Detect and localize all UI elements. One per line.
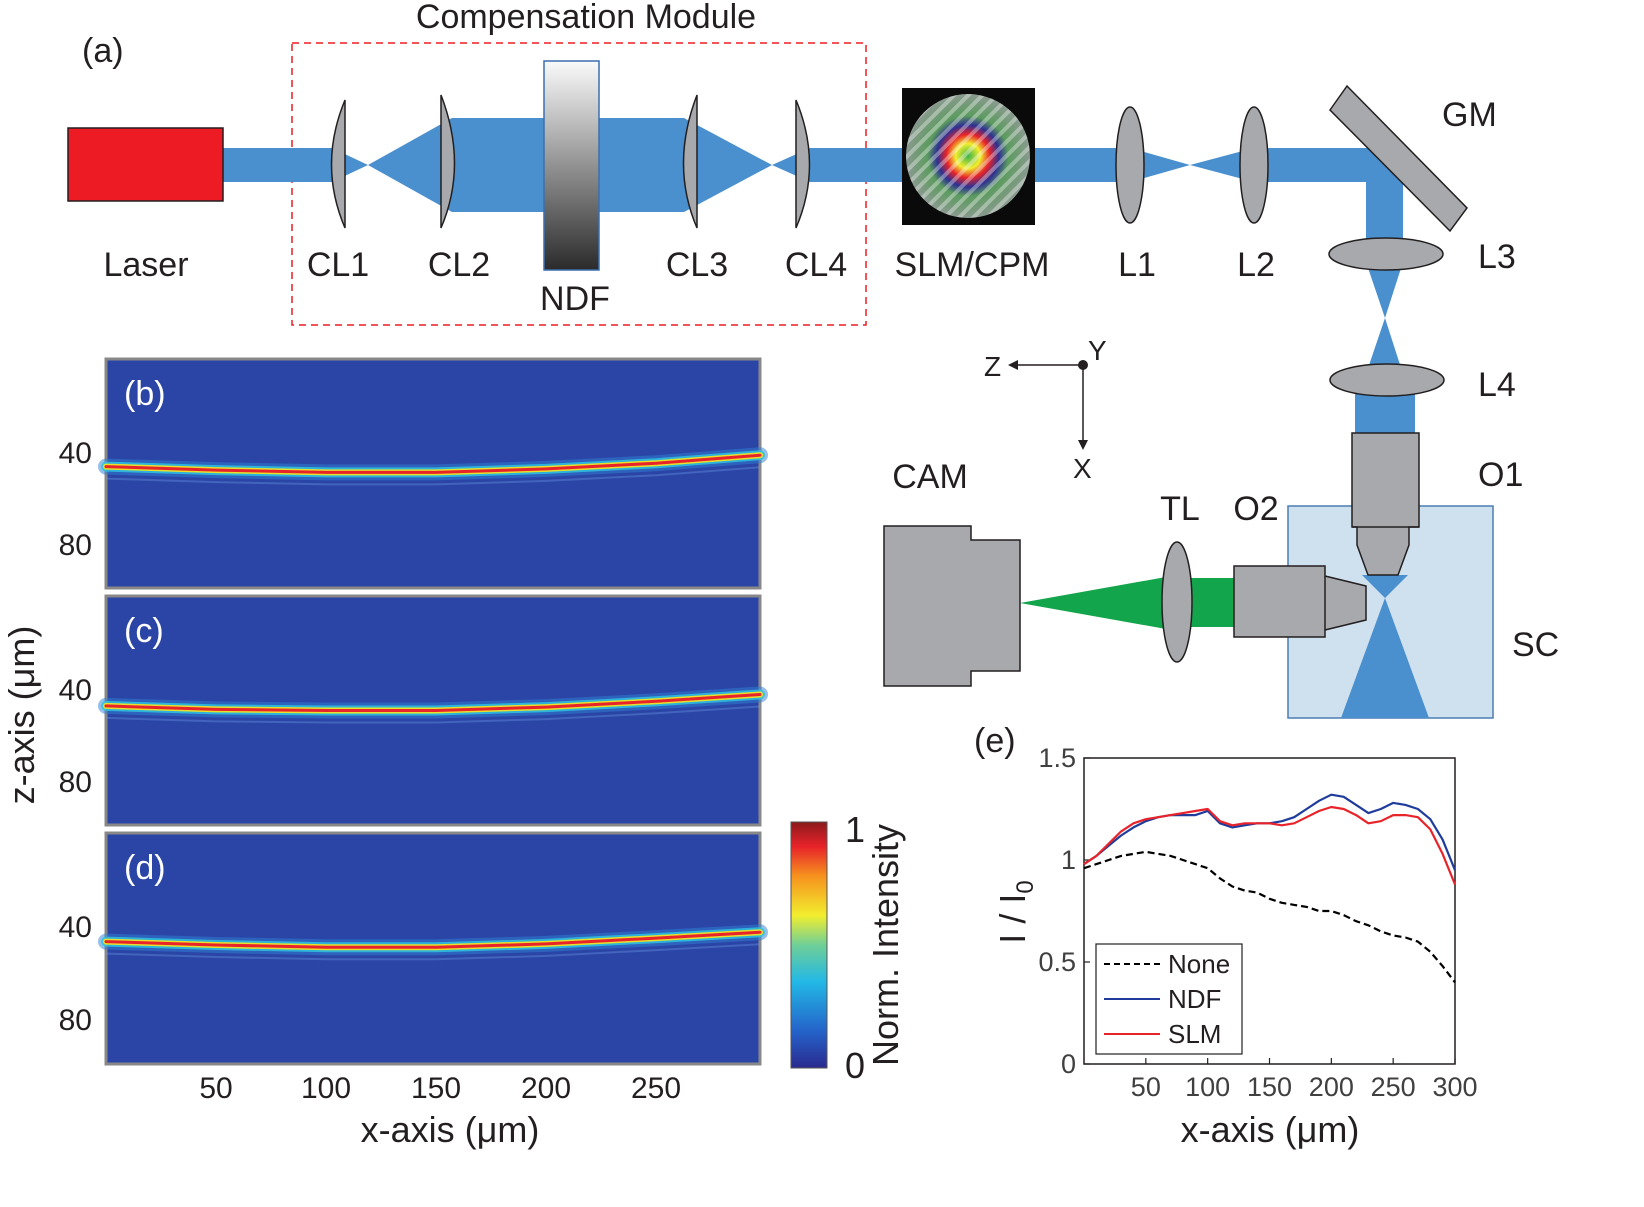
galvo-mirror bbox=[1329, 84, 1468, 233]
nd-filter bbox=[543, 60, 600, 271]
heatmap-b: (b) bbox=[98, 357, 768, 590]
emission-cone bbox=[1020, 577, 1166, 629]
ytick-label: 1.5 bbox=[1038, 743, 1076, 773]
series-line-none bbox=[1083, 850, 1456, 984]
label-cam: CAM bbox=[892, 458, 968, 496]
axis-z-label: Z bbox=[984, 351, 1001, 382]
beam-sidelobe bbox=[105, 466, 761, 486]
heatmap-d: (d) bbox=[98, 831, 768, 1066]
panel-label-e: (e) bbox=[974, 722, 1016, 760]
label-l4: L4 bbox=[1478, 366, 1516, 404]
svg-text:I / I0: I / I0 bbox=[992, 880, 1039, 943]
laser-source bbox=[67, 127, 224, 202]
heatmap-ylabel: z-axis (μm) bbox=[1, 626, 42, 805]
schematic-panel: (a) Compensation Module Laser bbox=[67, 0, 1559, 719]
line-chart: (e) 50 100 150 200 250 300 0 0.5 1 1.5 x-axis (μm… bbox=[974, 722, 1478, 1150]
line-ylabel-main: I / I bbox=[992, 894, 1033, 944]
label-l2: L2 bbox=[1237, 246, 1275, 284]
ytick-c-80: 80 bbox=[59, 766, 92, 799]
module-title: Compensation Module bbox=[416, 0, 756, 36]
colorbar-label: Norm. Intensity bbox=[865, 824, 906, 1066]
camera bbox=[883, 525, 1021, 687]
label-l1: L1 bbox=[1118, 246, 1156, 284]
xtick-label: 100 bbox=[1185, 1072, 1230, 1102]
line-ylabel: I / I0 bbox=[992, 880, 1039, 943]
axis-y-label: Y bbox=[1088, 335, 1107, 366]
label-cl4: CL4 bbox=[785, 246, 847, 284]
panel-label-c: (c) bbox=[124, 612, 164, 650]
beam-sidelobe bbox=[105, 943, 761, 961]
legend-label-slm: SLM bbox=[1168, 1019, 1221, 1049]
ytick-d-80: 80 bbox=[59, 1004, 92, 1037]
panel-label-b: (b) bbox=[124, 375, 166, 413]
legend-label-ndf: NDF bbox=[1168, 984, 1221, 1014]
ytick-c-40: 40 bbox=[59, 674, 92, 707]
colorbar-min: 0 bbox=[845, 1045, 865, 1086]
label-cl2: CL2 bbox=[428, 246, 490, 284]
colorbar bbox=[790, 821, 828, 1069]
xtick-label: 150 bbox=[1247, 1072, 1292, 1102]
lens-cl2 bbox=[440, 94, 456, 229]
xtick-label: 50 bbox=[1131, 1072, 1161, 1102]
label-gm: GM bbox=[1442, 96, 1497, 134]
beam-sidelobe bbox=[105, 705, 761, 724]
legend-label-none: None bbox=[1168, 949, 1230, 979]
light-sheet-upper bbox=[1362, 575, 1408, 598]
series-line-slm bbox=[1083, 805, 1457, 885]
coordinate-axes: Z Y X bbox=[984, 335, 1107, 484]
label-laser: Laser bbox=[103, 246, 188, 284]
axis-x-label: X bbox=[1073, 453, 1092, 484]
lens-cl1 bbox=[330, 99, 346, 229]
beam-profile-layer-3 bbox=[104, 693, 762, 712]
label-ndf: NDF bbox=[540, 280, 610, 318]
ytick-label: 1 bbox=[1061, 845, 1076, 875]
label-tl: TL bbox=[1160, 490, 1200, 528]
colorbar-max: 1 bbox=[845, 809, 865, 850]
xtick-100: 100 bbox=[301, 1072, 351, 1105]
lens-cl3 bbox=[682, 94, 698, 229]
panel-label-a: (a) bbox=[82, 32, 124, 70]
label-slm: SLM/CPM bbox=[895, 246, 1050, 284]
label-cl3: CL3 bbox=[666, 246, 728, 284]
objective-o2 bbox=[1233, 565, 1367, 638]
compensation-module-border bbox=[291, 42, 867, 326]
xtick-label: 300 bbox=[1432, 1072, 1477, 1102]
lens-l1 bbox=[1115, 106, 1145, 224]
beam-profile-layer-3 bbox=[104, 453, 762, 474]
beam-profile-layer-3 bbox=[104, 930, 762, 949]
slm-device bbox=[902, 88, 1035, 225]
line-ylabel-sub: 0 bbox=[1012, 880, 1039, 893]
heatmap-group: (b) (c) (d) 40 80 40 80 40 80 50 100 150… bbox=[1, 357, 906, 1150]
heatmap-c: (c) bbox=[98, 594, 768, 827]
ytick-b-80: 80 bbox=[59, 529, 92, 562]
heatmap-xlabel: x-axis (μm) bbox=[361, 1109, 540, 1150]
label-cl1: CL1 bbox=[307, 246, 369, 284]
lens-l3 bbox=[1328, 237, 1444, 271]
xtick-200: 200 bbox=[521, 1072, 571, 1105]
label-o1: O1 bbox=[1478, 456, 1523, 494]
lens-cl4 bbox=[795, 99, 811, 229]
light-sheet-lower bbox=[1341, 598, 1429, 718]
label-sc: SC bbox=[1512, 626, 1559, 664]
ytick-label: 0 bbox=[1061, 1049, 1076, 1079]
line-xlabel: x-axis (μm) bbox=[1181, 1109, 1360, 1150]
xtick-label: 200 bbox=[1309, 1072, 1354, 1102]
ytick-b-40: 40 bbox=[59, 437, 92, 470]
xtick-50: 50 bbox=[199, 1072, 232, 1105]
xtick-label: 250 bbox=[1371, 1072, 1416, 1102]
ytick-d-40: 40 bbox=[59, 911, 92, 944]
label-l3: L3 bbox=[1478, 238, 1516, 276]
ytick-label: 0.5 bbox=[1038, 947, 1076, 977]
panel-label-d: (d) bbox=[124, 849, 166, 887]
legend: None NDF SLM bbox=[1095, 943, 1243, 1055]
lens-l2 bbox=[1239, 106, 1269, 224]
xtick-250: 250 bbox=[631, 1072, 681, 1105]
xtick-150: 150 bbox=[411, 1072, 461, 1105]
tube-lens bbox=[1161, 541, 1193, 663]
lens-l4 bbox=[1329, 363, 1445, 397]
label-o2: O2 bbox=[1233, 490, 1278, 528]
